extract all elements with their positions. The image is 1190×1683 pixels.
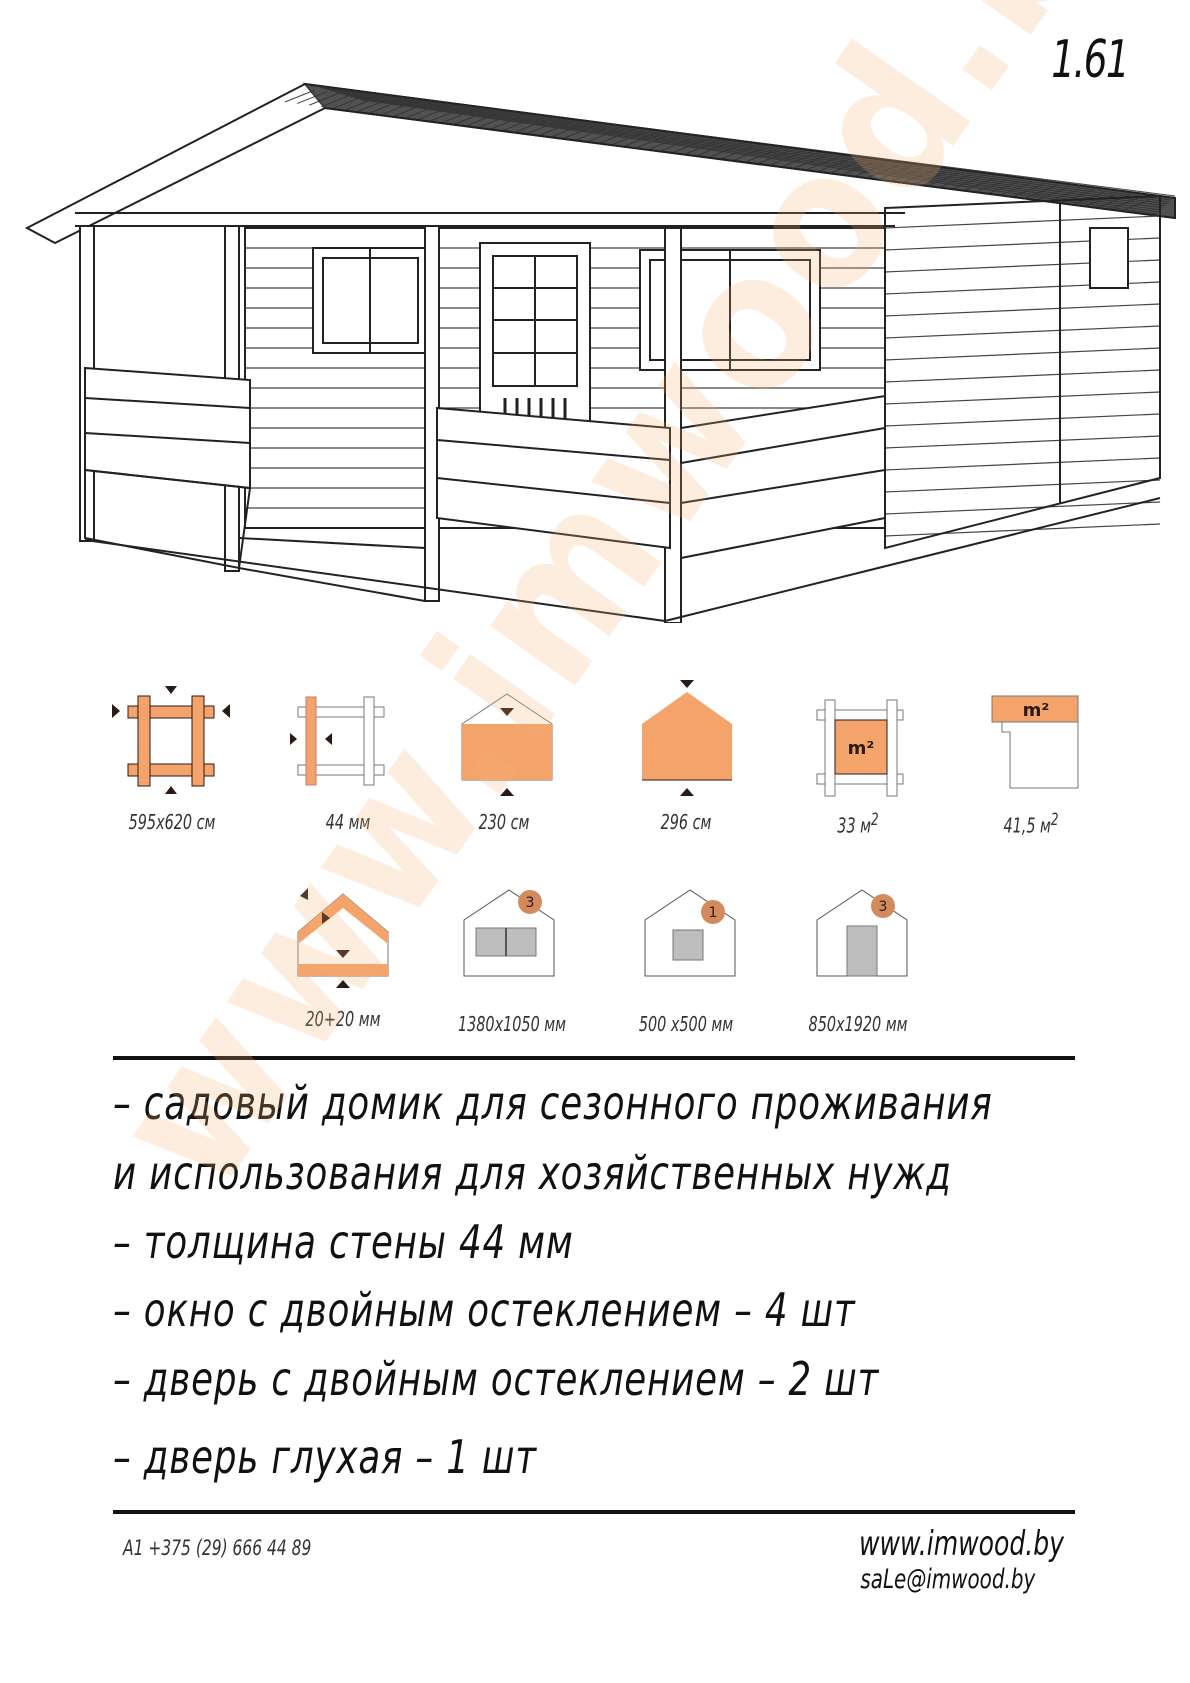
spec-label-small-window: 500 x500 мм	[638, 1012, 734, 1036]
ridge-height-icon	[642, 680, 732, 796]
divider-top	[113, 1056, 1075, 1060]
wall-height-icon	[461, 693, 553, 796]
divider-bottom	[113, 1510, 1075, 1514]
feature-line: – окно с двойным остеклением – 4 шт	[113, 1283, 856, 1337]
double-window-icon: 3	[463, 889, 555, 977]
window-side	[1089, 227, 1129, 289]
wall-thickness-icon	[290, 696, 385, 786]
feature-line: – садовый домик для сезонного проживания	[113, 1076, 993, 1130]
spec-label-total-area: 41,5 м2	[1003, 810, 1059, 838]
website-link[interactable]: www.imwood.by	[859, 1524, 1064, 1564]
inner-area-icon: m²	[816, 699, 904, 797]
feature-line: – дверь глухая – 1 шт	[113, 1430, 537, 1484]
door-count-badge: 3	[879, 899, 888, 915]
spec-label-double-window: 1380x1050 мм	[457, 1012, 567, 1036]
spec-label-wall-thickness: 44 мм	[325, 810, 371, 834]
roof	[25, 82, 1176, 245]
feature-line: – толщина стены 44 мм	[113, 1215, 574, 1269]
spec-label-ridge-height: 296 см	[660, 810, 712, 834]
window-count-badge: 3	[526, 895, 535, 911]
roof-floor-thickness-icon	[297, 888, 389, 988]
email-link[interactable]: saLe@imwood.by	[860, 1564, 1035, 1595]
small-window-count-badge: 1	[709, 905, 718, 921]
door-icon: 3	[816, 889, 908, 977]
model-number: 1.61	[1051, 30, 1130, 90]
spec-label-footprint: 595x620 см	[128, 810, 216, 834]
inner-area-badge: m²	[848, 738, 875, 759]
spec-label-inner-area: 33 м2	[837, 810, 879, 838]
house-illustration: (function(){var g=document.currentScript…	[25, 82, 1176, 623]
total-area-badge: m²	[1023, 700, 1050, 721]
spec-label-roof-floor: 20+20 мм	[305, 1007, 381, 1031]
spec-label-door: 850x1920 мм	[808, 1012, 908, 1036]
feature-line: – дверь с двойным остеклением – 2 шт	[113, 1352, 880, 1406]
small-window-icon: 1	[644, 889, 736, 977]
total-area-icon: m²	[991, 695, 1079, 789]
railing	[84, 366, 886, 560]
spec-label-wall-height: 230 см	[478, 810, 530, 834]
phone-number: A1 +375 (29) 666 44 89	[123, 1536, 312, 1560]
footprint-icon	[112, 686, 230, 794]
deck	[238, 536, 426, 603]
feature-line: и использования для хозяйственных нужд	[113, 1146, 952, 1200]
